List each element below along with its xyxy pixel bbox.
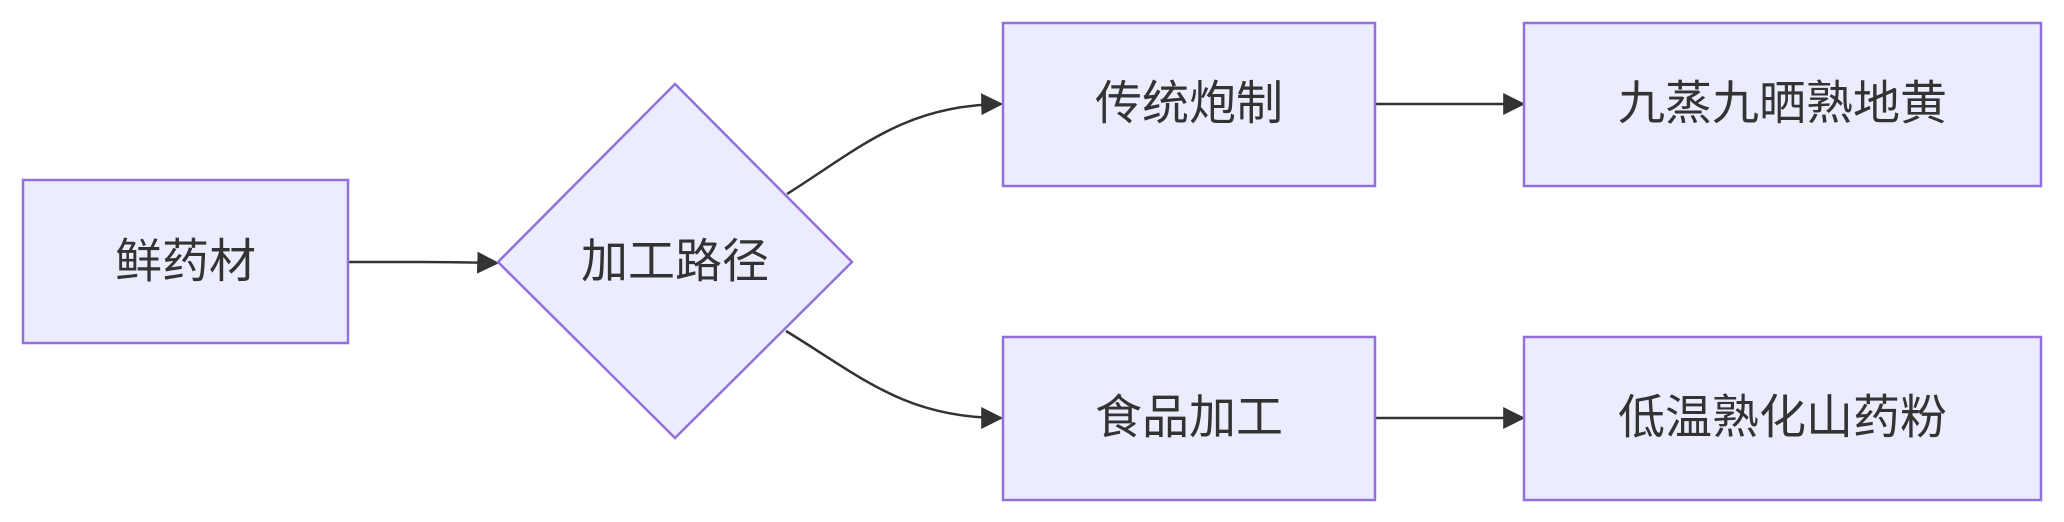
node-fresh[interactable]: 鲜药材 [21,178,350,345]
node-yam-label: 低温熟化山药粉 [1618,391,1947,446]
edges-group [348,93,1526,429]
node-food-label: 食品加工 [1095,391,1283,446]
edge-path-to-food [785,329,1004,429]
node-rehmannia[interactable]: 九蒸九晒熟地黄 [1522,21,2043,188]
node-traditional[interactable]: 传统炮制 [1001,21,1377,188]
node-traditional-label: 传统炮制 [1095,77,1283,132]
node-path[interactable]: 加工路径 [496,82,854,440]
node-fresh-label: 鲜药材 [115,235,256,290]
node-yam[interactable]: 低温熟化山药粉 [1522,335,2043,502]
node-rehmannia-label: 九蒸九晒熟地黄 [1618,77,1947,132]
edge-fresh-to-path [348,251,500,274]
node-food[interactable]: 食品加工 [1001,335,1377,502]
edge-path-to-traditional [786,93,1004,196]
node-path-label: 加工路径 [581,235,769,290]
